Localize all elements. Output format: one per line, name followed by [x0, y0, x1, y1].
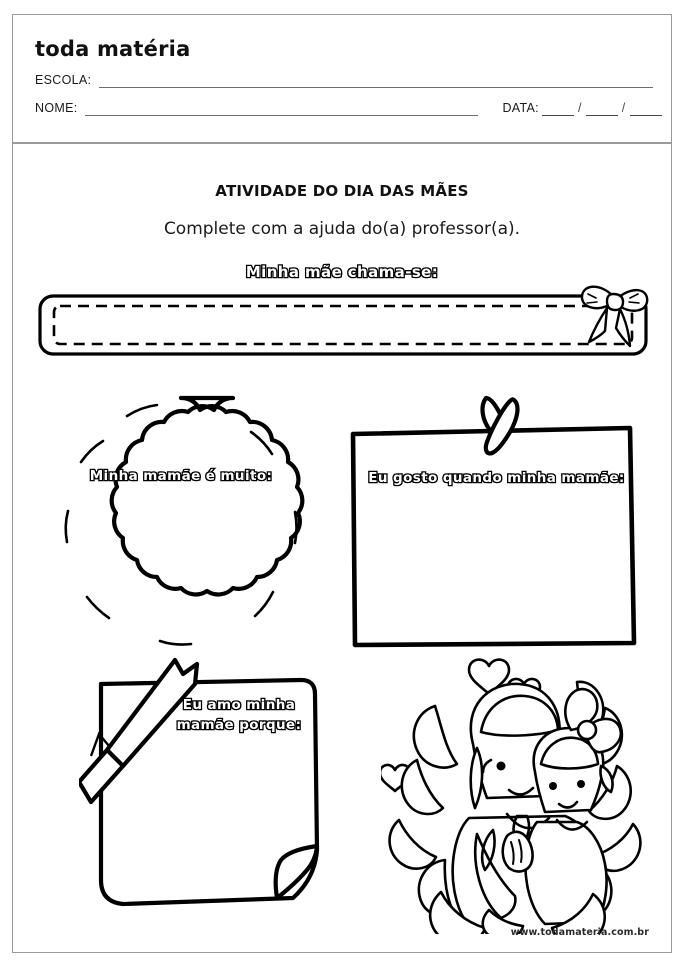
date-year-input[interactable] [629, 105, 662, 116]
name-answer-box[interactable] [37, 284, 649, 359]
cloud-graphic [64, 395, 305, 646]
cloud-answer-box[interactable]: Minha mamãe é muito: [51, 392, 311, 654]
ribbon-banner-icon [79, 657, 200, 805]
date-separator-2: / [621, 101, 626, 115]
name-strip-prompt: Minha mãe chama-se: [245, 262, 439, 283]
worksheet-header: toda matéria ESCOLA: NOME: DATA: / / [13, 15, 671, 144]
date-separator-1: / [577, 101, 582, 115]
note-prompt-line-1: Eu amo minha [181, 696, 296, 715]
date-day-input[interactable] [541, 105, 574, 116]
name-strip-graphic [38, 285, 649, 356]
cloud-accent-strokes [64, 403, 298, 646]
escola-field-row: ESCOLA: [35, 73, 653, 88]
page-title: ATIVIDADE DO DIA DAS MÃES [215, 182, 469, 200]
note-prompt: Eu amo minha mamãe porque: [149, 696, 329, 735]
note-answer-box[interactable]: Eu amo minha mamãe porque: [79, 654, 337, 922]
mother-and-child-illustration [381, 644, 653, 934]
pinned-prompt: Eu gosto quando minha mamãe: [367, 469, 626, 488]
nome-label: NOME: [35, 101, 78, 115]
note-card-graphic [79, 657, 320, 907]
cloud-prompt: Minha mamãe é muito: [88, 467, 273, 486]
child-figure [524, 687, 622, 926]
hand-detail [501, 830, 534, 873]
instruction-text: Complete com a ajuda do(a) professor(a). [163, 219, 521, 239]
bow-icon [580, 285, 649, 348]
data-label: DATA: [502, 101, 539, 115]
worksheet-body: ATIVIDADE DO DIA DAS MÃES Complete com a… [13, 144, 671, 952]
data-field-group: DATA: / / [502, 101, 664, 116]
date-month-input[interactable] [585, 105, 618, 116]
pinned-card-graphic [350, 395, 637, 648]
nome-field-row: NOME: DATA: / / [35, 101, 662, 116]
site-url-footer: www.todamateria.com.br [510, 927, 649, 938]
escola-label: ESCOLA: [35, 73, 92, 87]
brand-logo: toda matéria [35, 37, 191, 61]
foliage-front [428, 890, 606, 934]
mother-child-graphic [381, 658, 642, 934]
nome-input-line[interactable] [85, 105, 479, 116]
worksheet-page: toda matéria ESCOLA: NOME: DATA: / / ATI… [12, 14, 672, 953]
tape-clip-icon [480, 395, 520, 456]
note-prompt-line-2: mamãe porque: [175, 715, 302, 734]
pinned-answer-box[interactable]: Eu gosto quando minha mamãe: [342, 392, 647, 652]
escola-input-line[interactable] [99, 77, 653, 88]
